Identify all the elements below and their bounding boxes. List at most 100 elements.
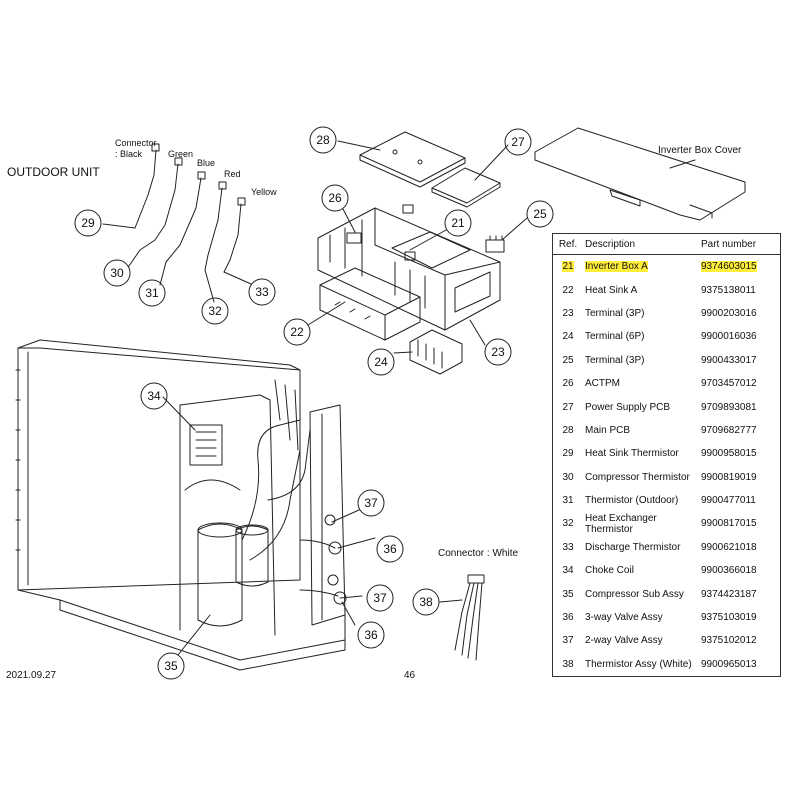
description-cell: Terminal (6P) — [585, 331, 645, 343]
part-number-cell: 9375103019 — [701, 612, 757, 624]
part-number-cell: 9900477011 — [701, 495, 756, 507]
callout-25-label: 25 — [533, 207, 547, 221]
ref-cell: 22 — [562, 284, 574, 296]
callout-38-label: 38 — [419, 595, 433, 609]
page-date: 2021.09.27 — [6, 670, 57, 681]
description-cell: Power Supply PCB — [585, 401, 671, 413]
ref-cell: 29 — [562, 448, 574, 460]
part-number-cell: 9709893081 — [701, 401, 757, 413]
part-number-cell: 9900016036 — [701, 331, 757, 343]
leader-lines — [102, 140, 528, 656]
part-number-cell: 9900958015 — [701, 448, 757, 460]
ref-cell: 30 — [562, 471, 574, 483]
ref-cell: 36 — [562, 612, 574, 624]
callout-30-label: 30 — [110, 266, 124, 280]
description-cell: Thermistor (Outdoor) — [585, 495, 679, 507]
description-cell: 2-way Valve Assy — [585, 635, 663, 647]
wire-black-label: : Black — [115, 149, 143, 159]
callout-35 — [157, 652, 185, 680]
part-number-cell: 9709682777 — [701, 424, 757, 436]
callout-33-label: 33 — [255, 285, 269, 299]
callout-25 — [526, 200, 554, 228]
ref-cell: 24 — [562, 331, 574, 343]
ref-cell: 38 — [562, 658, 574, 670]
callout-34-label: 34 — [147, 389, 161, 403]
description-cell: Terminal (3P) — [585, 354, 645, 366]
part-number-cell: 9375102012 — [701, 635, 757, 647]
description-cell: 3-way Valve Assy — [585, 612, 663, 624]
table-header-row: Ref. Description Part number — [552, 233, 781, 255]
callout-36a-label: 36 — [383, 542, 397, 556]
terminal-6p-drawing — [409, 329, 463, 375]
part-number-cell: 9703457012 — [701, 378, 757, 390]
callout-36b — [357, 621, 385, 649]
table-row: 24 Terminal (6P) 9900016036 — [553, 325, 781, 348]
callout-27 — [504, 128, 532, 156]
header-description: Description — [583, 233, 699, 255]
callout-32 — [201, 297, 229, 325]
callout-26-label: 26 — [328, 191, 342, 205]
connector-label: Connector — [115, 138, 157, 148]
callout-23 — [484, 338, 512, 366]
part-number-cell-highlight: 9374603015 — [701, 261, 757, 273]
connector-white-label: Connector : White — [438, 548, 519, 559]
ref-cell: 26 — [562, 378, 574, 390]
power-supply-pcb-drawing — [431, 167, 501, 208]
callout-35-label: 35 — [164, 659, 178, 673]
wire-red-label: Red — [224, 169, 241, 179]
callout-21-label: 21 — [451, 216, 465, 230]
ref-cell: 37 — [562, 635, 574, 647]
callout-37b-label: 37 — [373, 591, 387, 605]
wire-blue-label: Blue — [197, 158, 216, 168]
description-cell: Thermistor Assy (White) — [585, 658, 692, 670]
table-row: 37 2-way Valve Assy 9375102012 — [553, 629, 781, 652]
description-cell: Compressor Sub Assy — [585, 588, 684, 600]
description-cell: Inverter Box A — [583, 255, 699, 279]
part-number-cell: 9900819019 — [701, 471, 757, 483]
callout-24-label: 24 — [374, 355, 388, 369]
description-cell: Choke Coil — [585, 565, 634, 577]
callout-27-label: 27 — [511, 135, 525, 149]
description-cell-highlight: Inverter Box A — [585, 261, 648, 273]
callout-31 — [138, 279, 166, 307]
callout-36a — [376, 535, 404, 563]
callout-37a-label: 37 — [364, 496, 378, 510]
table-row: 36 3-way Valve Assy 9375103019 — [553, 606, 781, 629]
outdoor-unit-drawing — [15, 339, 347, 671]
part-number-cell: 9374423187 — [701, 588, 757, 600]
callout-22 — [283, 318, 311, 346]
callout-38 — [412, 588, 440, 616]
ref-cell: 31 — [562, 495, 574, 507]
part-number-cell: 9900203016 — [701, 307, 757, 319]
description-cell: Heat Exchanger Thermistor — [585, 512, 657, 535]
thermistor-assy-white-drawing — [454, 574, 485, 661]
part-number-cell: 9900433017 — [701, 354, 757, 366]
callout-37a — [357, 489, 385, 517]
callout-34 — [140, 382, 168, 410]
unit-title: OUTDOOR UNIT — [7, 165, 100, 179]
callout-37b — [366, 584, 394, 612]
part-number-cell: 9374603015 — [699, 255, 781, 279]
header-part-number: Part number — [699, 233, 781, 255]
callout-28-label: 28 — [316, 133, 330, 147]
wire-green-label: Green — [168, 149, 194, 159]
inverter-box-cover-label: Inverter Box Cover — [658, 145, 742, 156]
callout-22-label: 22 — [290, 325, 304, 339]
page-number: 46 — [404, 670, 416, 681]
callout-circles — [74, 126, 554, 680]
callout-28 — [309, 126, 337, 154]
